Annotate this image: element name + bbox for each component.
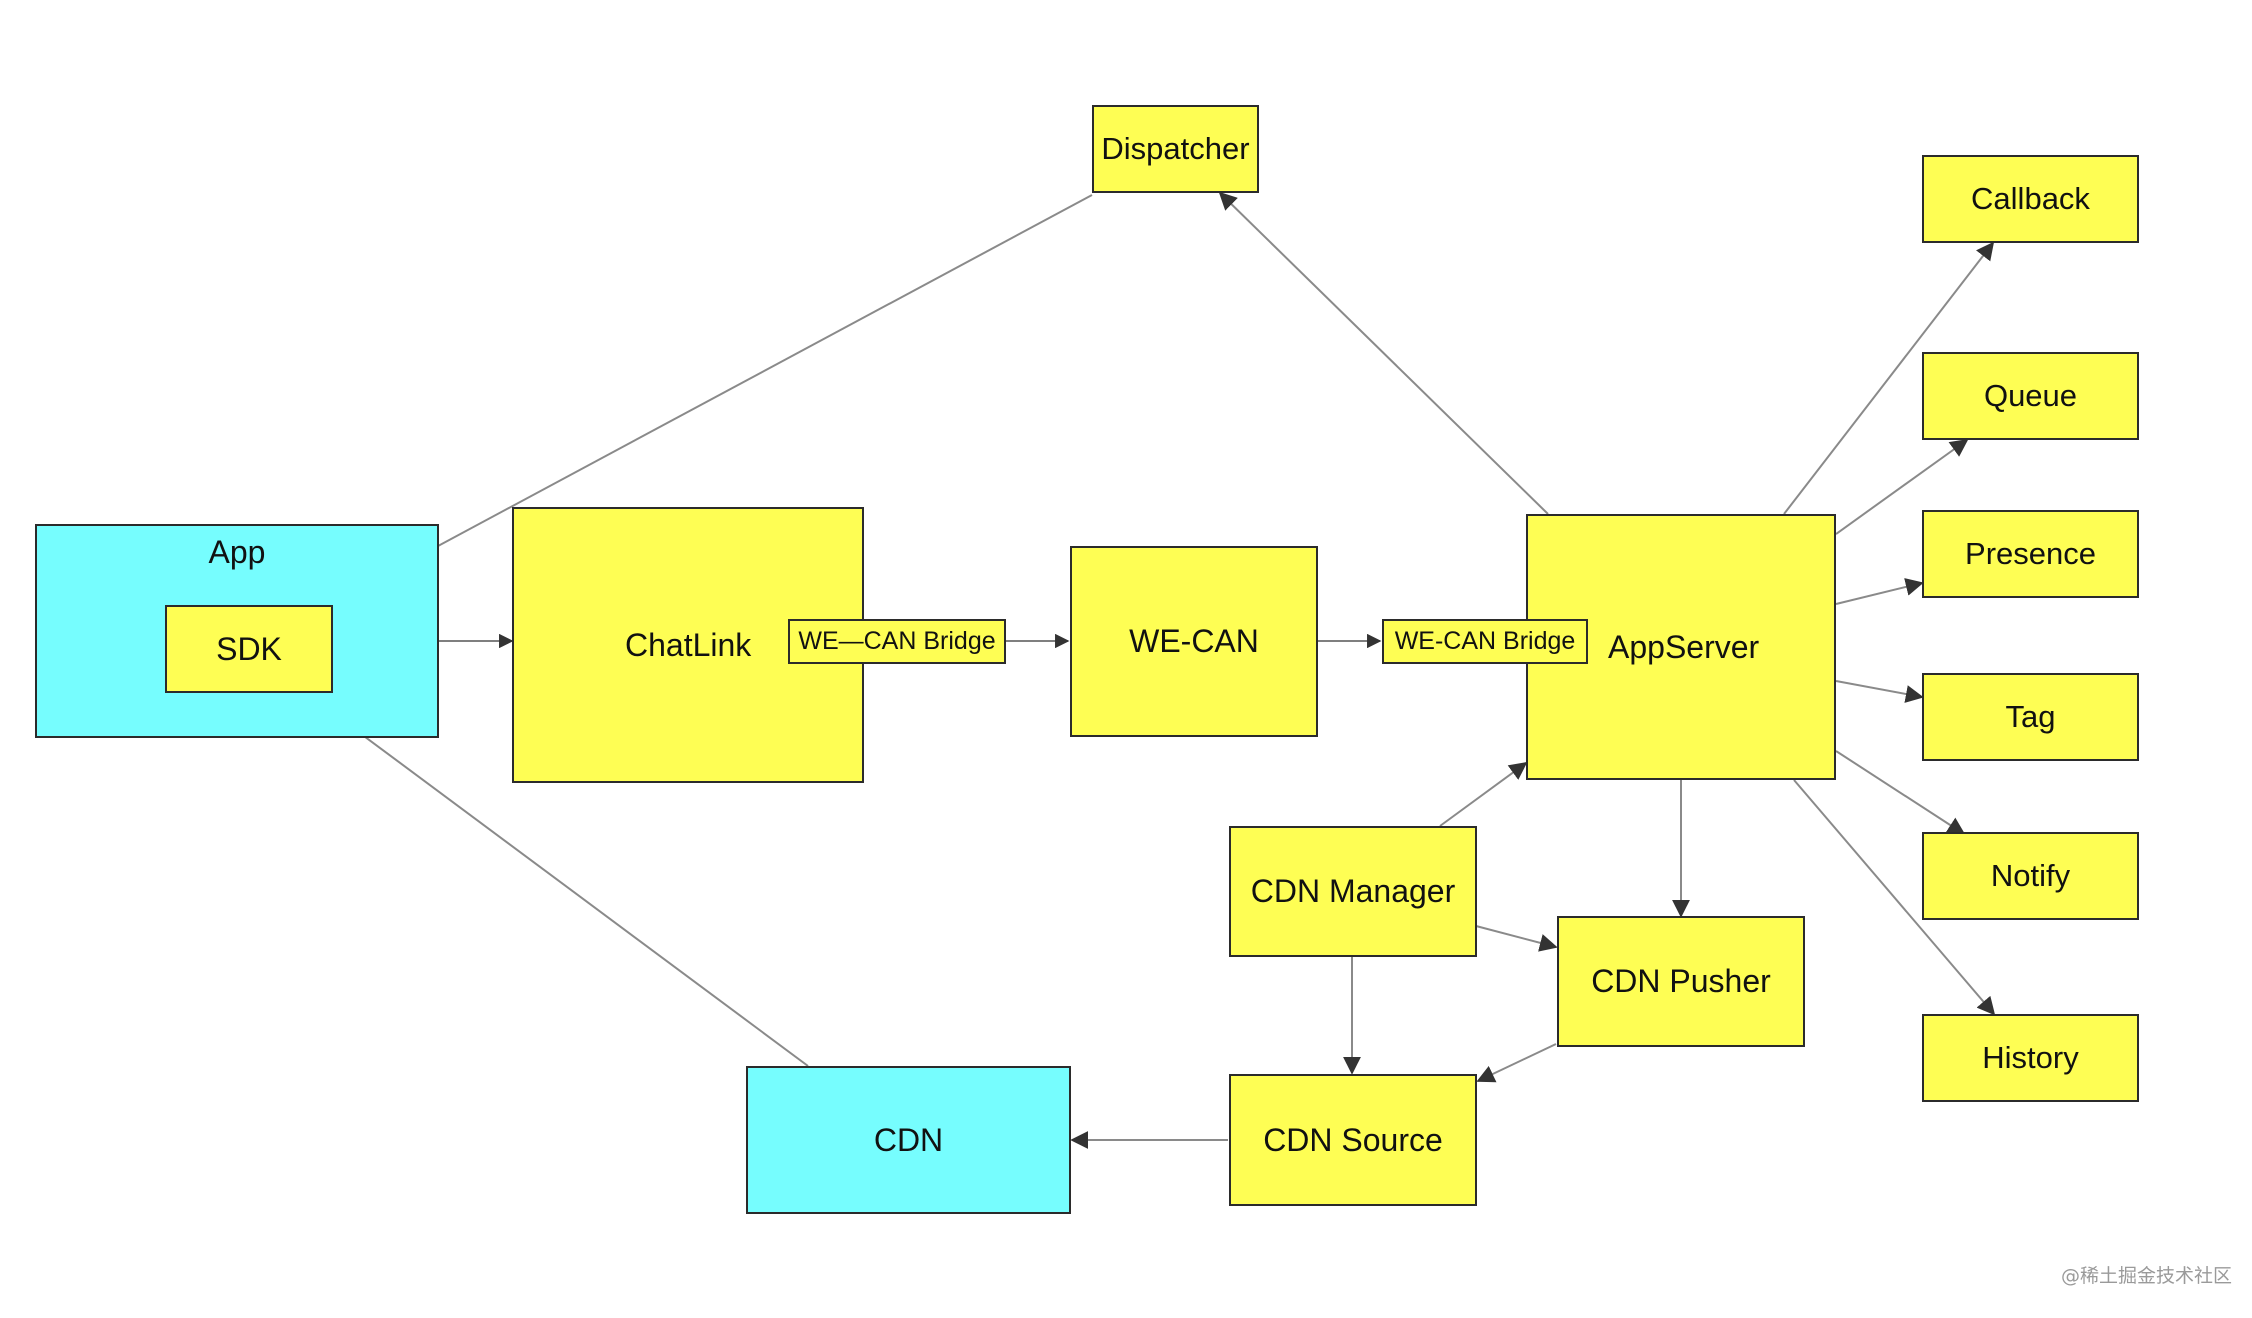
bridge-left-label: WE—CAN Bridge: [798, 627, 996, 655]
tag-label: Tag: [2005, 699, 2056, 734]
app-label: App: [208, 534, 266, 570]
wecan-node: WE-CAN: [1070, 546, 1318, 737]
edge-appserver-dispatcher: [1218, 191, 1549, 515]
edge-appserver-notify: [1835, 750, 1966, 835]
edge-cdnpusher-cdnsource: [1476, 1043, 1557, 1083]
edge-cdnmanager-cdnpusher: [1475, 925, 1558, 952]
dispatcher-label: Dispatcher: [1101, 131, 1250, 166]
callback-node: Callback: [1922, 155, 2139, 243]
notify-label: Notify: [1990, 858, 2071, 893]
cdn-pusher-label: CDN Pusher: [1591, 963, 1771, 999]
cdn-pusher-node: CDN Pusher: [1557, 916, 1805, 1047]
history-label: History: [1982, 1040, 2079, 1075]
cdn-source-label: CDN Source: [1263, 1121, 1443, 1158]
wecan-label: WE-CAN: [1129, 623, 1259, 659]
presence-label: Presence: [1965, 536, 2096, 571]
cdn-manager-label: CDN Manager: [1250, 873, 1456, 909]
edge-appserver-presence: [1835, 578, 1924, 605]
dispatcher-node: Dispatcher: [1092, 105, 1259, 193]
bridge-right-label: WE-CAN Bridge: [1394, 627, 1576, 655]
edge-appserver-history: [1793, 779, 1996, 1016]
edge-dispatcher-sdk: [328, 194, 1093, 605]
bridge-right-node: WE-CAN Bridge: [1382, 619, 1588, 664]
chatlink-label: ChatLink: [625, 626, 752, 663]
edge-cdnmanager-appserver: [1439, 761, 1528, 827]
cdn-manager-node: CDN Manager: [1229, 826, 1477, 957]
edge-appserver-callback: [1783, 241, 1995, 515]
cdn-label: CDN: [873, 1121, 944, 1158]
sdk-node: SDK: [165, 605, 333, 693]
notify-node: Notify: [1922, 832, 2139, 920]
edge-cdn-sdk: [304, 691, 809, 1067]
queue-label: Queue: [1983, 378, 2078, 413]
history-node: History: [1922, 1014, 2139, 1102]
presence-node: Presence: [1922, 510, 2139, 598]
watermark: @稀土掘金技术社区: [2060, 1265, 2232, 1287]
appserver-label: AppServer: [1608, 628, 1760, 665]
edge-appserver-queue: [1835, 438, 1969, 535]
cdn-node: CDN: [746, 1066, 1071, 1214]
tag-node: Tag: [1922, 673, 2139, 761]
edge-appserver-tag: [1835, 680, 1924, 703]
queue-node: Queue: [1922, 352, 2139, 440]
bridge-left-node: WE—CAN Bridge: [788, 619, 1006, 664]
callback-label: Callback: [1971, 181, 2090, 216]
sdk-label: SDK: [216, 630, 282, 667]
cdn-source-node: CDN Source: [1229, 1074, 1477, 1206]
